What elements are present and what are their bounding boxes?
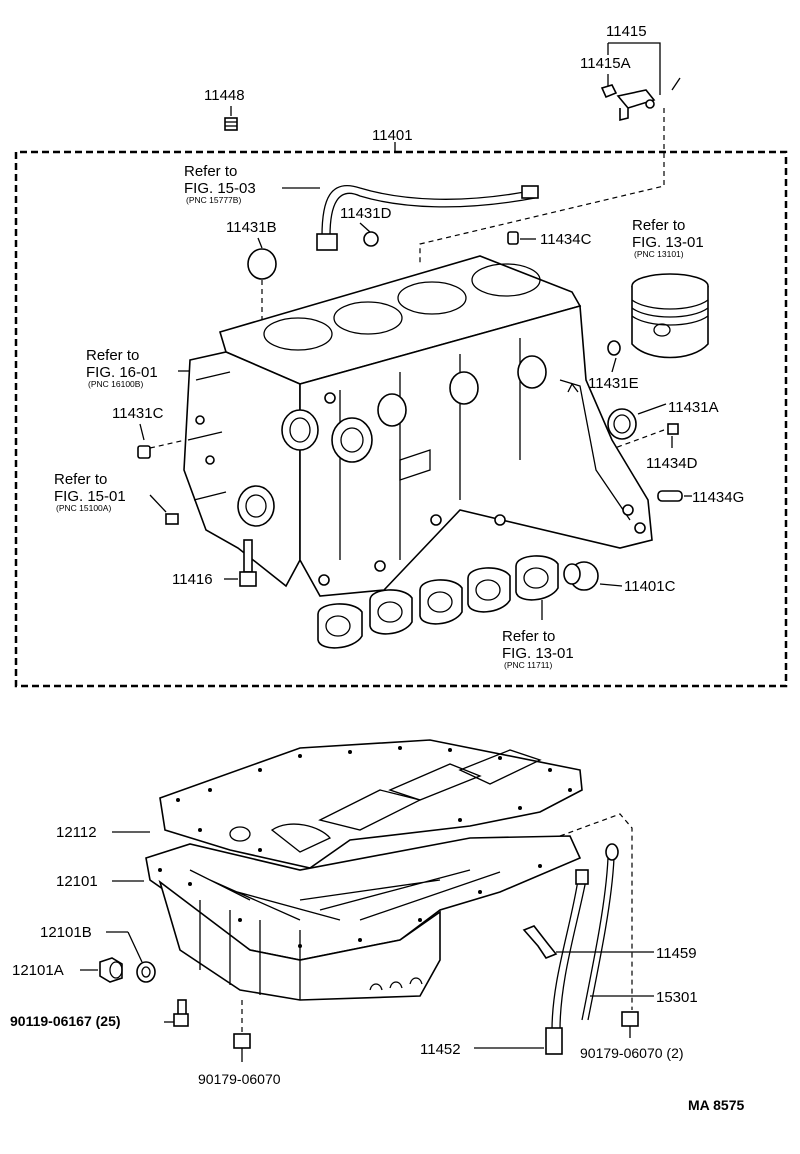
label-11434G[interactable]: 11434G — [692, 489, 744, 506]
svg-text:FIG. 15-01: FIG. 15-01 — [54, 488, 126, 505]
label-11431B[interactable]: 11431B — [226, 219, 277, 236]
svg-text:Refer to: Refer to — [184, 163, 237, 180]
label-11452[interactable]: 11452 — [420, 1041, 461, 1058]
svg-text:FIG. 13-01: FIG. 13-01 — [632, 234, 704, 251]
label-12101[interactable]: 12101 — [56, 873, 98, 890]
label-11459[interactable]: 11459 — [656, 945, 697, 962]
oil-pan-12101 — [145, 835, 582, 1001]
label-11434D[interactable]: 11434D — [646, 455, 698, 472]
drain-plug-12101A — [99, 957, 123, 983]
svg-text:(PNC 15100A): (PNC 15100A) — [56, 503, 111, 513]
svg-text:(PNC 16100B): (PNC 16100B) — [88, 379, 143, 389]
label-90179-06070[interactable]: 90179-06070 — [198, 1071, 281, 1087]
ref-fig-13-01-piston[interactable]: Refer to FIG. 13-01 (PNC 13101) — [632, 217, 704, 259]
figure-code: MA 8575 — [688, 1097, 745, 1113]
pin-11434G — [657, 490, 683, 502]
nut-90179-right — [621, 1011, 639, 1038]
label-11434C[interactable]: 11434C — [540, 231, 592, 248]
knock-sensor-part — [600, 84, 656, 122]
pin-11434C — [507, 231, 519, 245]
ref-fig-16-01[interactable]: Refer to FIG. 16-01 (PNC 16100B) — [86, 347, 158, 389]
label-11415A[interactable]: 11415A — [580, 55, 631, 72]
plug-11431D — [363, 231, 379, 247]
svg-text:(PNC 11711): (PNC 11711) — [504, 660, 553, 670]
label-12112[interactable]: 12112 — [56, 824, 97, 841]
label-15301[interactable]: 15301 — [656, 989, 698, 1006]
oil-pipe — [316, 185, 539, 251]
dipstick-15301 — [581, 843, 619, 1021]
svg-text:FIG. 13-01: FIG. 13-01 — [502, 645, 574, 662]
piston-part — [631, 273, 709, 359]
label-11401C[interactable]: 11401C — [624, 578, 676, 595]
svg-text:(PNC 13101): (PNC 13101) — [634, 249, 684, 259]
bolt-11416 — [239, 539, 257, 587]
ref-fig-15-01[interactable]: Refer to FIG. 15-01 (PNC 15100A) — [54, 471, 126, 513]
label-90119-06167[interactable]: 90119-06167 (25) — [10, 1013, 121, 1029]
svg-text:FIG. 16-01: FIG. 16-01 — [86, 364, 158, 381]
block-assembly-frame — [14, 150, 788, 688]
plug-11448 — [224, 117, 238, 131]
ref-fig-13-01-bearing[interactable]: Refer to FIG. 13-01 (PNC 11711) — [502, 628, 574, 670]
seal-11431A — [607, 408, 637, 440]
label-12101A[interactable]: 12101A — [12, 962, 64, 979]
ref-fig-15-03[interactable]: Refer to FIG. 15-03 (PNC 15777B) — [184, 163, 256, 205]
clamp-11459 — [522, 925, 558, 959]
bolt-90119 — [173, 999, 189, 1027]
label-12101B[interactable]: 12101B — [40, 924, 92, 941]
label-11431E[interactable]: 11431E — [588, 375, 639, 392]
svg-text:(PNC 15777B): (PNC 15777B) — [186, 195, 241, 205]
plug-11431B — [247, 248, 277, 280]
plug-11431E — [607, 340, 621, 356]
svg-text:FIG. 15-03: FIG. 15-03 — [184, 180, 256, 197]
gauge-guide-11452 — [545, 869, 589, 1055]
label-11431A[interactable]: 11431A — [668, 399, 719, 416]
label-11401[interactable]: 11401 — [372, 127, 413, 144]
pin-11434D — [667, 423, 679, 435]
label-90179-06070-2[interactable]: 90179-06070 (2) — [580, 1045, 684, 1061]
gasket-12101B — [136, 961, 156, 983]
crank-bearings — [317, 555, 559, 649]
baffle-plate-12112 — [159, 739, 583, 869]
label-11431C[interactable]: 11431C — [112, 405, 164, 422]
svg-text:Refer to: Refer to — [632, 217, 685, 234]
cap-11401C — [563, 561, 599, 591]
cylinder-block — [183, 255, 653, 597]
svg-text:Refer to: Refer to — [86, 347, 139, 364]
label-11415[interactable]: 11415 — [606, 23, 647, 40]
nut-90179-bottom — [233, 1033, 251, 1062]
label-11416[interactable]: 11416 — [172, 571, 213, 588]
svg-text:Refer to: Refer to — [502, 628, 555, 645]
label-11431D[interactable]: 11431D — [340, 205, 392, 222]
label-11448[interactable]: 11448 — [204, 87, 245, 104]
svg-text:Refer to: Refer to — [54, 471, 107, 488]
